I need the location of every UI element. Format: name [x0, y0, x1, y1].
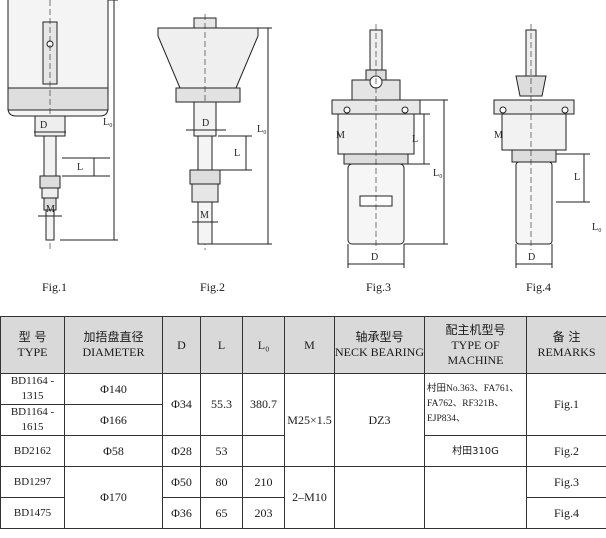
fig3-caption: Fig.3	[366, 280, 392, 294]
cell-type: BD1164 - 1315	[0, 373, 65, 405]
cell-l: 53	[200, 435, 243, 467]
fig1-dim-D: D	[40, 120, 47, 131]
fig1-dim-L: L	[77, 162, 83, 173]
cell-type: BD1164 - 1615	[0, 404, 65, 436]
fig1-caption: Fig.1	[42, 280, 68, 294]
cell-m: M25×1.5	[284, 373, 335, 467]
table-row: BD1164 - 1315 Φ140 Φ34 55.3 380.7 M25×1.…	[0, 373, 606, 467]
fig3-dim-L0: L₀	[433, 168, 443, 179]
fig1-drawing: D L L₀ M	[7, 0, 118, 250]
fig2-dim-L: L	[234, 148, 240, 159]
cell-l0: 210	[242, 466, 285, 498]
fig4-dim-L: L	[574, 172, 580, 183]
fig4-drawing: D L L₀ M	[493, 24, 602, 268]
fig2-dim-L0: L₀	[257, 124, 267, 135]
cell-d: Φ50	[162, 466, 201, 498]
cell-l0: 380.7	[242, 373, 285, 436]
fig1-dim-M: M	[46, 204, 55, 215]
fig1-dim-L0: L₀	[103, 117, 113, 128]
cell-neck-bearing: DZ3	[334, 373, 425, 467]
cell-diameter: Φ140	[64, 373, 163, 405]
cell-d: Φ34	[162, 373, 201, 436]
fig3-dim-M: M	[336, 130, 345, 141]
cell-machine: 村田No.363、FA761、FA762、RF321B、EJP834、	[424, 373, 527, 436]
cell-l: 55.3	[200, 373, 243, 436]
cell-type: BD2162	[0, 435, 65, 467]
cell-remarks: Fig.1	[526, 373, 606, 436]
cell-machine: 村田310G	[424, 435, 527, 467]
cell-remarks: Fig.2	[526, 435, 606, 467]
header-d: D	[162, 316, 201, 374]
header-m: M	[284, 316, 335, 374]
cell-remarks: Fig.3	[526, 466, 606, 498]
fig3-dim-D: D	[371, 252, 378, 263]
fig2-dim-M: M	[200, 210, 209, 221]
table-row: BD2162 Φ58 Φ28 53 村田310G Fig.2	[0, 435, 606, 467]
figure-drawings: D L L₀ M D L L₀ M	[7, 0, 602, 268]
cell-l0	[242, 435, 285, 467]
cell-m: 2–M10	[284, 466, 335, 529]
cell-d: Φ36	[162, 497, 201, 529]
cell-diameter: Φ170	[64, 466, 163, 529]
cell-l: 80	[200, 466, 243, 498]
fig4-caption: Fig.4	[526, 280, 552, 294]
cell-machine	[424, 466, 527, 529]
cell-remarks: Fig.4	[526, 497, 606, 529]
fig4-dim-D: D	[528, 252, 535, 263]
table-row: BD1475 Φ36 65 203 Fig.4	[0, 497, 606, 529]
cell-type: BD1297	[0, 466, 65, 498]
cell-l0: 203	[242, 497, 285, 529]
cell-l: 65	[200, 497, 243, 529]
fig3-drawing: D L L₀ M	[331, 24, 448, 268]
fig2-caption: Fig.2	[200, 280, 226, 294]
table-row: BD1297 Φ170 Φ50 80 210 2–M10 Fig.3	[0, 466, 606, 529]
header-l: L	[200, 316, 243, 374]
fig3-dim-L: L	[412, 134, 418, 145]
cell-diameter: Φ166	[64, 404, 163, 436]
fig4-dim-L0: L₀	[592, 222, 602, 233]
cell-diameter: Φ58	[64, 435, 163, 467]
fig4-dim-M: M	[494, 130, 503, 141]
table-row: BD1164 - 1615 Φ166	[0, 404, 606, 436]
cell-type: BD1475	[0, 497, 65, 529]
fig2-drawing: D L L₀ M	[157, 14, 272, 250]
cell-d: Φ28	[162, 435, 201, 467]
header-l0: L₀	[242, 316, 285, 374]
cell-neck-bearing	[334, 466, 425, 529]
fig2-dim-D: D	[202, 118, 209, 129]
